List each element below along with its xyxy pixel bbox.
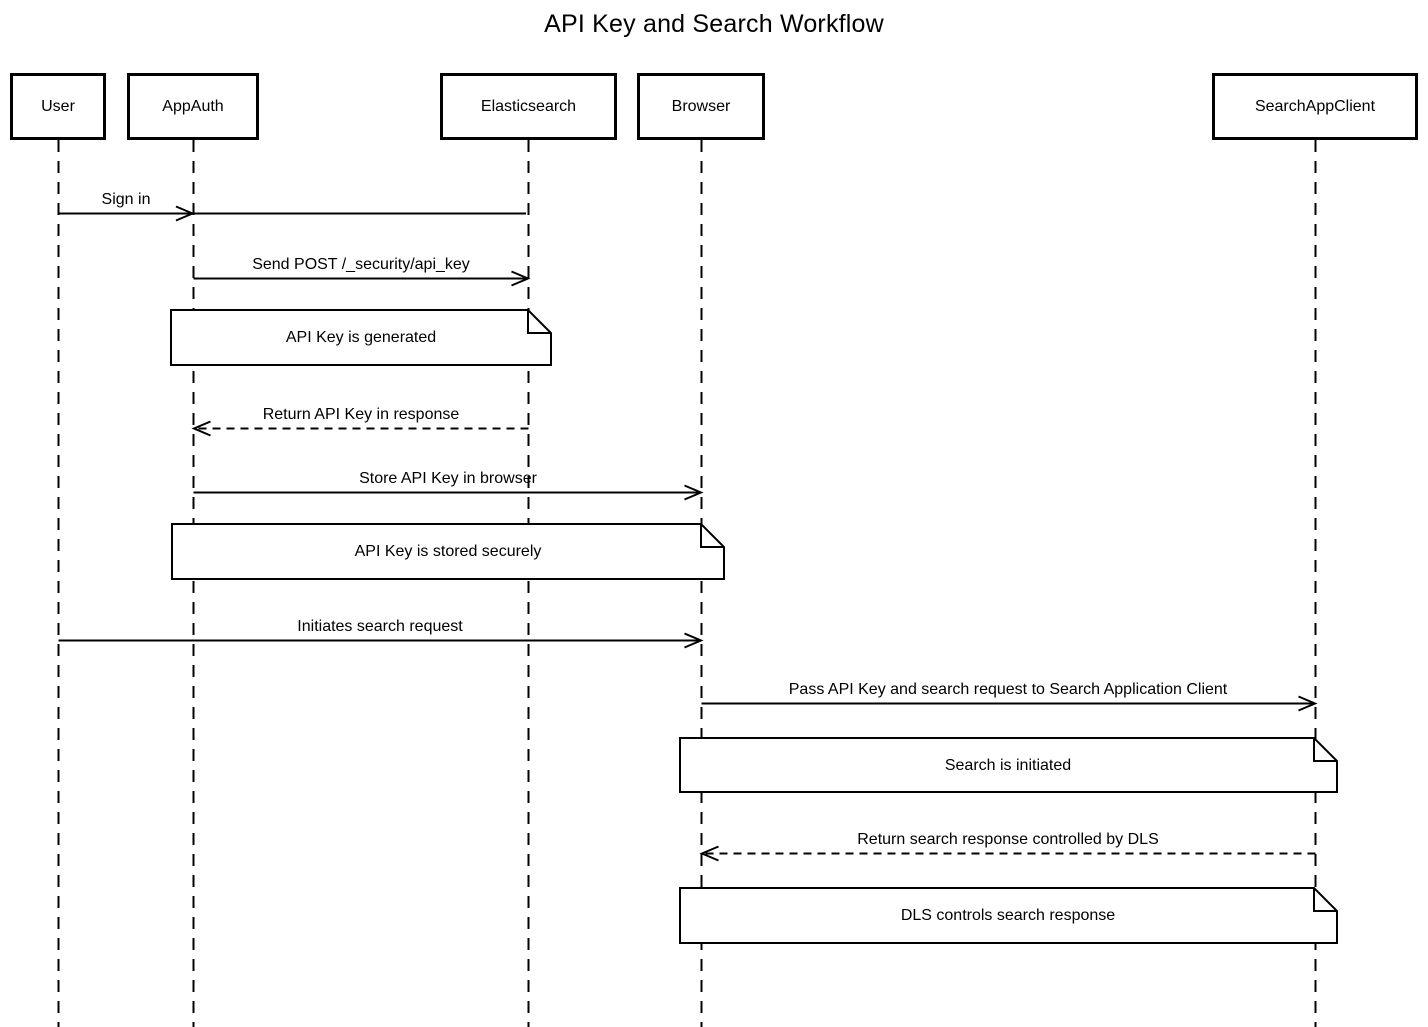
participant-browser-label: Browser bbox=[671, 97, 731, 115]
participant-elasticsearch-label: Elasticsearch bbox=[480, 97, 577, 115]
note-fold-icon bbox=[527, 310, 551, 334]
message-label-pass-api-key: Pass API Key and search request to Searc… bbox=[788, 681, 1228, 698]
participant-user: User bbox=[10, 73, 106, 140]
participant-searchappclient-label: SearchAppClient bbox=[1254, 97, 1376, 115]
note-box-dls-controls bbox=[679, 887, 1338, 944]
participant-user-label: User bbox=[41, 97, 75, 115]
message-label-return-api-key: Return API Key in response bbox=[262, 406, 460, 423]
message-label-sign-in: Sign in bbox=[101, 191, 151, 208]
arrowhead-left-icon bbox=[699, 845, 719, 862]
note-label-api-key-stored: API Key is stored securely bbox=[354, 543, 542, 560]
message-label-send-post: Send POST /_security/api_key bbox=[252, 256, 470, 273]
arrowhead-right-icon bbox=[684, 484, 704, 501]
participant-browser: Browser bbox=[637, 73, 765, 140]
message-label-initiates-search: Initiates search request bbox=[297, 618, 463, 635]
note-label-search-initiated: Search is initiated bbox=[944, 757, 1072, 774]
participant-appauth-label: AppAuth bbox=[162, 97, 224, 115]
note-box-api-key-stored bbox=[171, 523, 725, 580]
note-label-dls-controls: DLS controls search response bbox=[900, 907, 1116, 924]
participant-elasticsearch: Elasticsearch bbox=[440, 73, 617, 140]
participant-appauth: AppAuth bbox=[127, 73, 259, 140]
note-box-api-key-generated bbox=[170, 309, 552, 366]
message-label-store-api-key: Store API Key in browser bbox=[359, 470, 537, 487]
message-label-return-search-response: Return search response controlled by DLS bbox=[857, 831, 1159, 848]
note-fold-icon bbox=[1313, 888, 1337, 912]
participant-searchappclient: SearchAppClient bbox=[1212, 73, 1418, 140]
arrowhead-right-icon bbox=[1298, 695, 1318, 712]
diagram-title: API Key and Search Workflow bbox=[544, 10, 884, 38]
note-fold-icon bbox=[1313, 738, 1337, 762]
note-box-search-initiated bbox=[679, 737, 1338, 793]
note-fold-icon bbox=[700, 524, 724, 548]
note-label-api-key-generated: API Key is generated bbox=[285, 329, 437, 346]
arrowhead-right-icon bbox=[684, 632, 704, 649]
arrowhead-left-icon bbox=[191, 420, 211, 437]
arrowhead-right-icon bbox=[511, 270, 531, 287]
arrowhead-right-icon bbox=[175, 205, 196, 222]
